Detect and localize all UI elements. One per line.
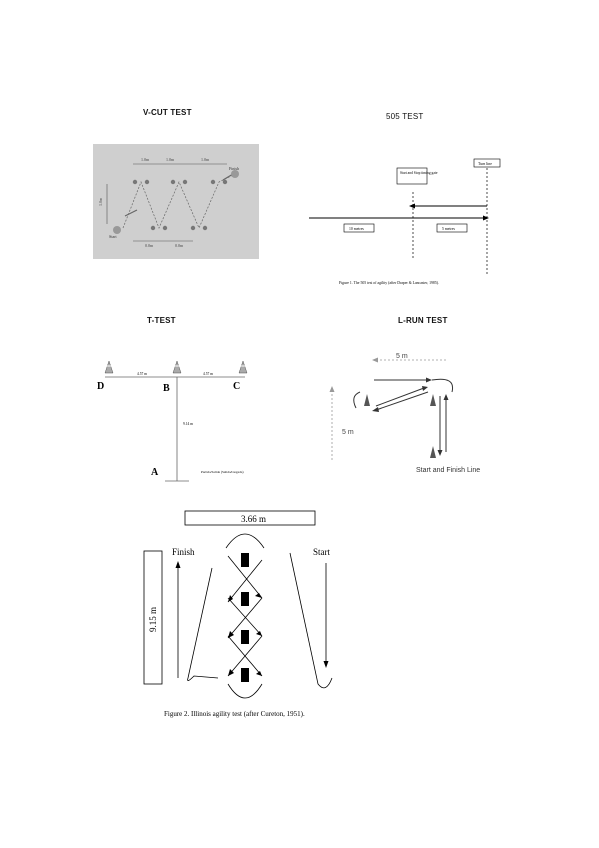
- sos-diagram: Start and Stop timing gate Turn line 10 …: [305, 150, 505, 290]
- sos-caption: Figure 1. The 505 test of agility (after…: [339, 281, 439, 286]
- lrun-diagram: 5 m 5 m Start and Finish Line: [320, 348, 500, 478]
- ttest-diagram: D B C A 4.57 m 4.57 m 9.14 m Partida/Sal…: [93, 355, 263, 485]
- sos-5m-box: 5 metres: [442, 227, 455, 231]
- vcut-diagram: 1.0m 1.0m 1.0m 0.0m 0.0m 1.0m Start Fini…: [93, 144, 259, 259]
- ttest-dim-left: 4.57 m: [137, 372, 147, 376]
- ttest-dim-vertical: 9.14 m: [183, 422, 193, 426]
- ttest-label-a: A: [151, 467, 159, 478]
- ttest-label-b: B: [163, 383, 170, 394]
- vcut-bottom-dim-1: 0.0m: [145, 243, 154, 248]
- illinois-length-label: 9.15 m: [148, 607, 158, 632]
- vcut-side-dim: 1.0m: [98, 197, 103, 206]
- vcut-top-dim-1: 1.0m: [141, 157, 150, 162]
- illinois-caption: Figure 2. Illinois agility test (after C…: [164, 710, 305, 718]
- vcut-top-dim-3: 1.0m: [201, 157, 210, 162]
- sos-start-stop-text: Start and Stop timing gate: [400, 171, 438, 175]
- ttest-dim-right: 4.57 m: [203, 372, 213, 376]
- sos-10m-box: 10 metres: [349, 227, 364, 231]
- ttest-label-d: D: [97, 381, 104, 392]
- lrun-dim-side: 5 m: [342, 429, 354, 436]
- ttest-start-label: Partida/Salida (Salida/Llegada): [201, 470, 243, 474]
- vcut-top-dim-2: 1.0m: [166, 157, 175, 162]
- vcut-start-label: Start: [109, 234, 117, 239]
- ttest-label-c: C: [233, 381, 240, 392]
- vcut-title: V-CUT TEST: [143, 108, 192, 117]
- sos-title: 505 TEST: [386, 112, 424, 121]
- lrun-dim-top: 5 m: [396, 353, 408, 360]
- cone-icon: [104, 360, 248, 374]
- illinois-width-label: 3.66 m: [241, 514, 266, 524]
- vcut-finish-label: Finish: [229, 166, 239, 171]
- sos-start-stop-box: Start and Stop timing gate: [400, 171, 438, 175]
- illinois-diagram: 3.66 m 9.15 m Finish Start: [140, 508, 360, 720]
- sos-turn-line-box: Turn line: [478, 162, 492, 166]
- lrun-start-finish: Start and Finish Line: [416, 467, 480, 474]
- illinois-finish-label: Finish: [172, 547, 195, 557]
- illinois-start-label: Start: [313, 547, 330, 557]
- ttest-title: T-TEST: [147, 316, 176, 325]
- lrun-title: L-RUN TEST: [398, 316, 448, 325]
- vcut-bottom-dim-2: 0.0m: [175, 243, 184, 248]
